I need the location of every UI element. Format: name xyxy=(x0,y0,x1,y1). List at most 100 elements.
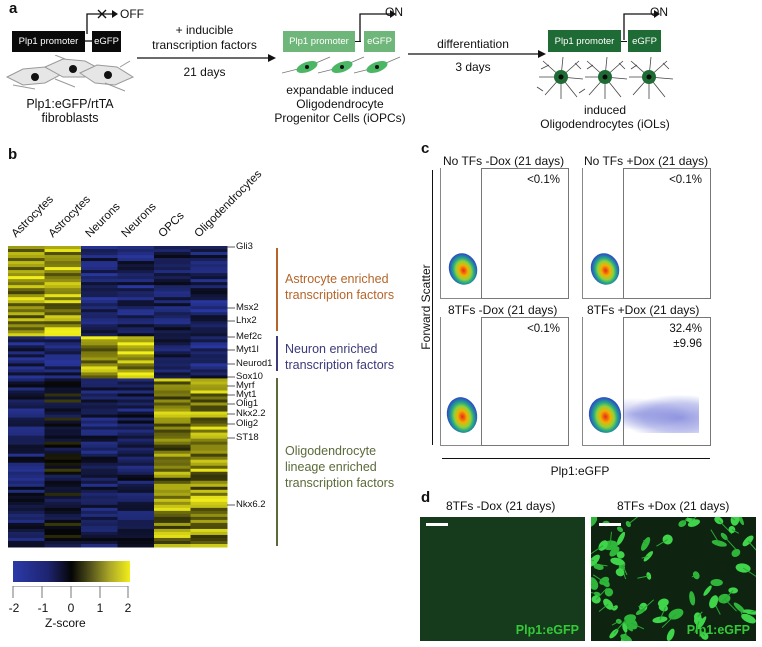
column-label: Oligodendrocytes xyxy=(192,168,265,240)
gfp-positive-population xyxy=(623,395,699,433)
iopc-cells-icon xyxy=(282,56,401,74)
panel-a-label: a xyxy=(9,0,18,17)
plot-area: <0.1% xyxy=(582,168,711,299)
group-line2: lineage enriched xyxy=(285,460,377,474)
cell-population xyxy=(444,249,482,289)
plot-area: 32.4% ±9.96 xyxy=(582,317,711,446)
off-arrow-icon xyxy=(85,9,118,42)
column-label: Neurons xyxy=(119,200,159,240)
right-arrow-icon xyxy=(137,54,276,62)
column-label: Neurons xyxy=(83,200,123,240)
gene-label: Lhx2 xyxy=(236,315,257,326)
group-line2: transcription factors xyxy=(285,288,395,302)
gene-label: ST18 xyxy=(236,432,259,443)
gene-label: Myt1 xyxy=(236,389,257,400)
oligodendrocyte-cells-icon xyxy=(536,56,674,99)
egfp-box: eGFP xyxy=(628,30,661,52)
on-arrow-icon xyxy=(359,10,396,42)
gene-label: Gli3 xyxy=(236,241,253,252)
gate-percent: <0.1% xyxy=(527,174,560,186)
arrow1-line1: + inducible xyxy=(175,23,234,37)
cell-population xyxy=(584,393,626,437)
stage1-cell-label-line1: Plp1:eGFP/rtTA xyxy=(26,97,114,111)
image-title: 8TFs +Dox (21 days) xyxy=(617,499,730,513)
gene-label: Msx2 xyxy=(236,302,259,313)
tick-label: 1 xyxy=(96,601,104,615)
gene-label: Myrf xyxy=(236,380,255,391)
panel-b-label: b xyxy=(8,146,18,163)
gate-percent: <0.1% xyxy=(669,174,702,186)
gfp-gate: <0.1% xyxy=(481,317,569,446)
gene-label: Nkx6.2 xyxy=(236,499,266,510)
tick-label: 0 xyxy=(67,601,75,615)
stage2-cell-label-line2: Oligodendrocyte xyxy=(296,97,384,111)
channel-label: Plp1:eGFP xyxy=(686,623,750,637)
right-arrow-icon xyxy=(408,50,546,58)
gene-label: Sox10 xyxy=(236,371,263,382)
colorbar-title: Z-score xyxy=(45,616,86,630)
plot-title: 8TFs +Dox (21 days) xyxy=(587,303,700,317)
stage3-cell-label-line1: induced xyxy=(583,103,627,117)
micrograph-plus-dox: Plp1:eGFP xyxy=(591,517,756,641)
on-label: ON xyxy=(650,5,668,19)
on-arrow-icon xyxy=(623,10,660,40)
tick-label: -2 xyxy=(8,601,20,615)
gene-leader-lines xyxy=(227,246,235,506)
connector-line xyxy=(355,41,361,42)
y-axis-label: Forward Scatter xyxy=(419,264,433,350)
fibroblast-cells-icon xyxy=(5,55,135,92)
off-label: OFF xyxy=(120,7,144,21)
egfp-box: eGFP xyxy=(364,31,395,52)
group-line1: Astrocyte enriched xyxy=(285,272,389,286)
x-axis-bar xyxy=(442,458,710,459)
plot-title: No TFs +Dox (21 days) xyxy=(584,154,709,168)
x-axis-label: Plp1:eGFP xyxy=(550,464,610,478)
oligodendrocyte-group-bar xyxy=(276,378,278,546)
plp1-promoter-box: Plp1 promoter xyxy=(283,31,355,52)
tick-label: 2 xyxy=(124,601,132,615)
neuron-group-bar xyxy=(276,336,278,371)
gate-pct-sd: ±9.96 xyxy=(673,338,702,350)
group-line1: Oligodendrocyte xyxy=(285,444,377,458)
egfp-box: eGFP xyxy=(92,31,121,52)
on-label: ON xyxy=(385,5,403,19)
gfp-gate: <0.1% xyxy=(623,168,711,299)
colorbar xyxy=(13,561,130,582)
cell-population xyxy=(442,393,482,437)
stage1-cell-label-line2: fibroblasts xyxy=(41,111,99,125)
y-axis-bar xyxy=(432,170,433,445)
gate-percent: <0.1% xyxy=(527,323,560,335)
gate-percent: 32.4% ±9.96 xyxy=(669,322,702,352)
scale-bar xyxy=(599,523,621,526)
gene-label: Mef2c xyxy=(236,331,262,342)
oligodendrocyte-group-label: Oligodendrocyte lineage enriched transcr… xyxy=(285,443,394,491)
connector-line xyxy=(621,41,627,42)
gate-pct-value: 32.4% xyxy=(669,323,702,335)
group-line3: transcription factors xyxy=(285,476,395,490)
colorbar-ticks xyxy=(12,586,129,598)
plot-title: 8TFs -Dox (21 days) xyxy=(448,303,558,317)
arrow1-line3: 21 days xyxy=(183,65,226,79)
channel-label: Plp1:eGFP xyxy=(515,623,579,637)
heatmap xyxy=(8,246,228,548)
plp1-promoter-box: Plp1 promoter xyxy=(12,31,85,52)
cell-population xyxy=(586,249,624,289)
panel-d-label: d xyxy=(421,489,431,506)
gene-label: Myt1l xyxy=(236,344,259,355)
group-line1: Neuron enriched xyxy=(285,342,378,356)
arrow2-line1: differentiation xyxy=(437,37,509,51)
group-line2: transcription factors xyxy=(285,358,395,372)
micrograph-minus-dox: Plp1:eGFP xyxy=(420,517,585,641)
stage2-cell-label-line3: Progenitor Cells (iOPCs) xyxy=(274,111,406,125)
astrocyte-group-bar xyxy=(276,248,278,331)
gfp-gate: 32.4% ±9.96 xyxy=(623,317,711,446)
stage2-cell-label-line1: expandable induced xyxy=(286,83,394,97)
plot-area: <0.1% xyxy=(440,168,569,299)
plot-area: <0.1% xyxy=(440,317,569,446)
gene-label: Olig2 xyxy=(236,418,259,429)
gene-label: Neurod1 xyxy=(236,358,273,369)
gene-label: Olig1 xyxy=(236,398,259,409)
tick-label: -1 xyxy=(37,601,49,615)
gfp-cells xyxy=(591,517,756,641)
plot-title: No TFs -Dox (21 days) xyxy=(443,154,565,168)
